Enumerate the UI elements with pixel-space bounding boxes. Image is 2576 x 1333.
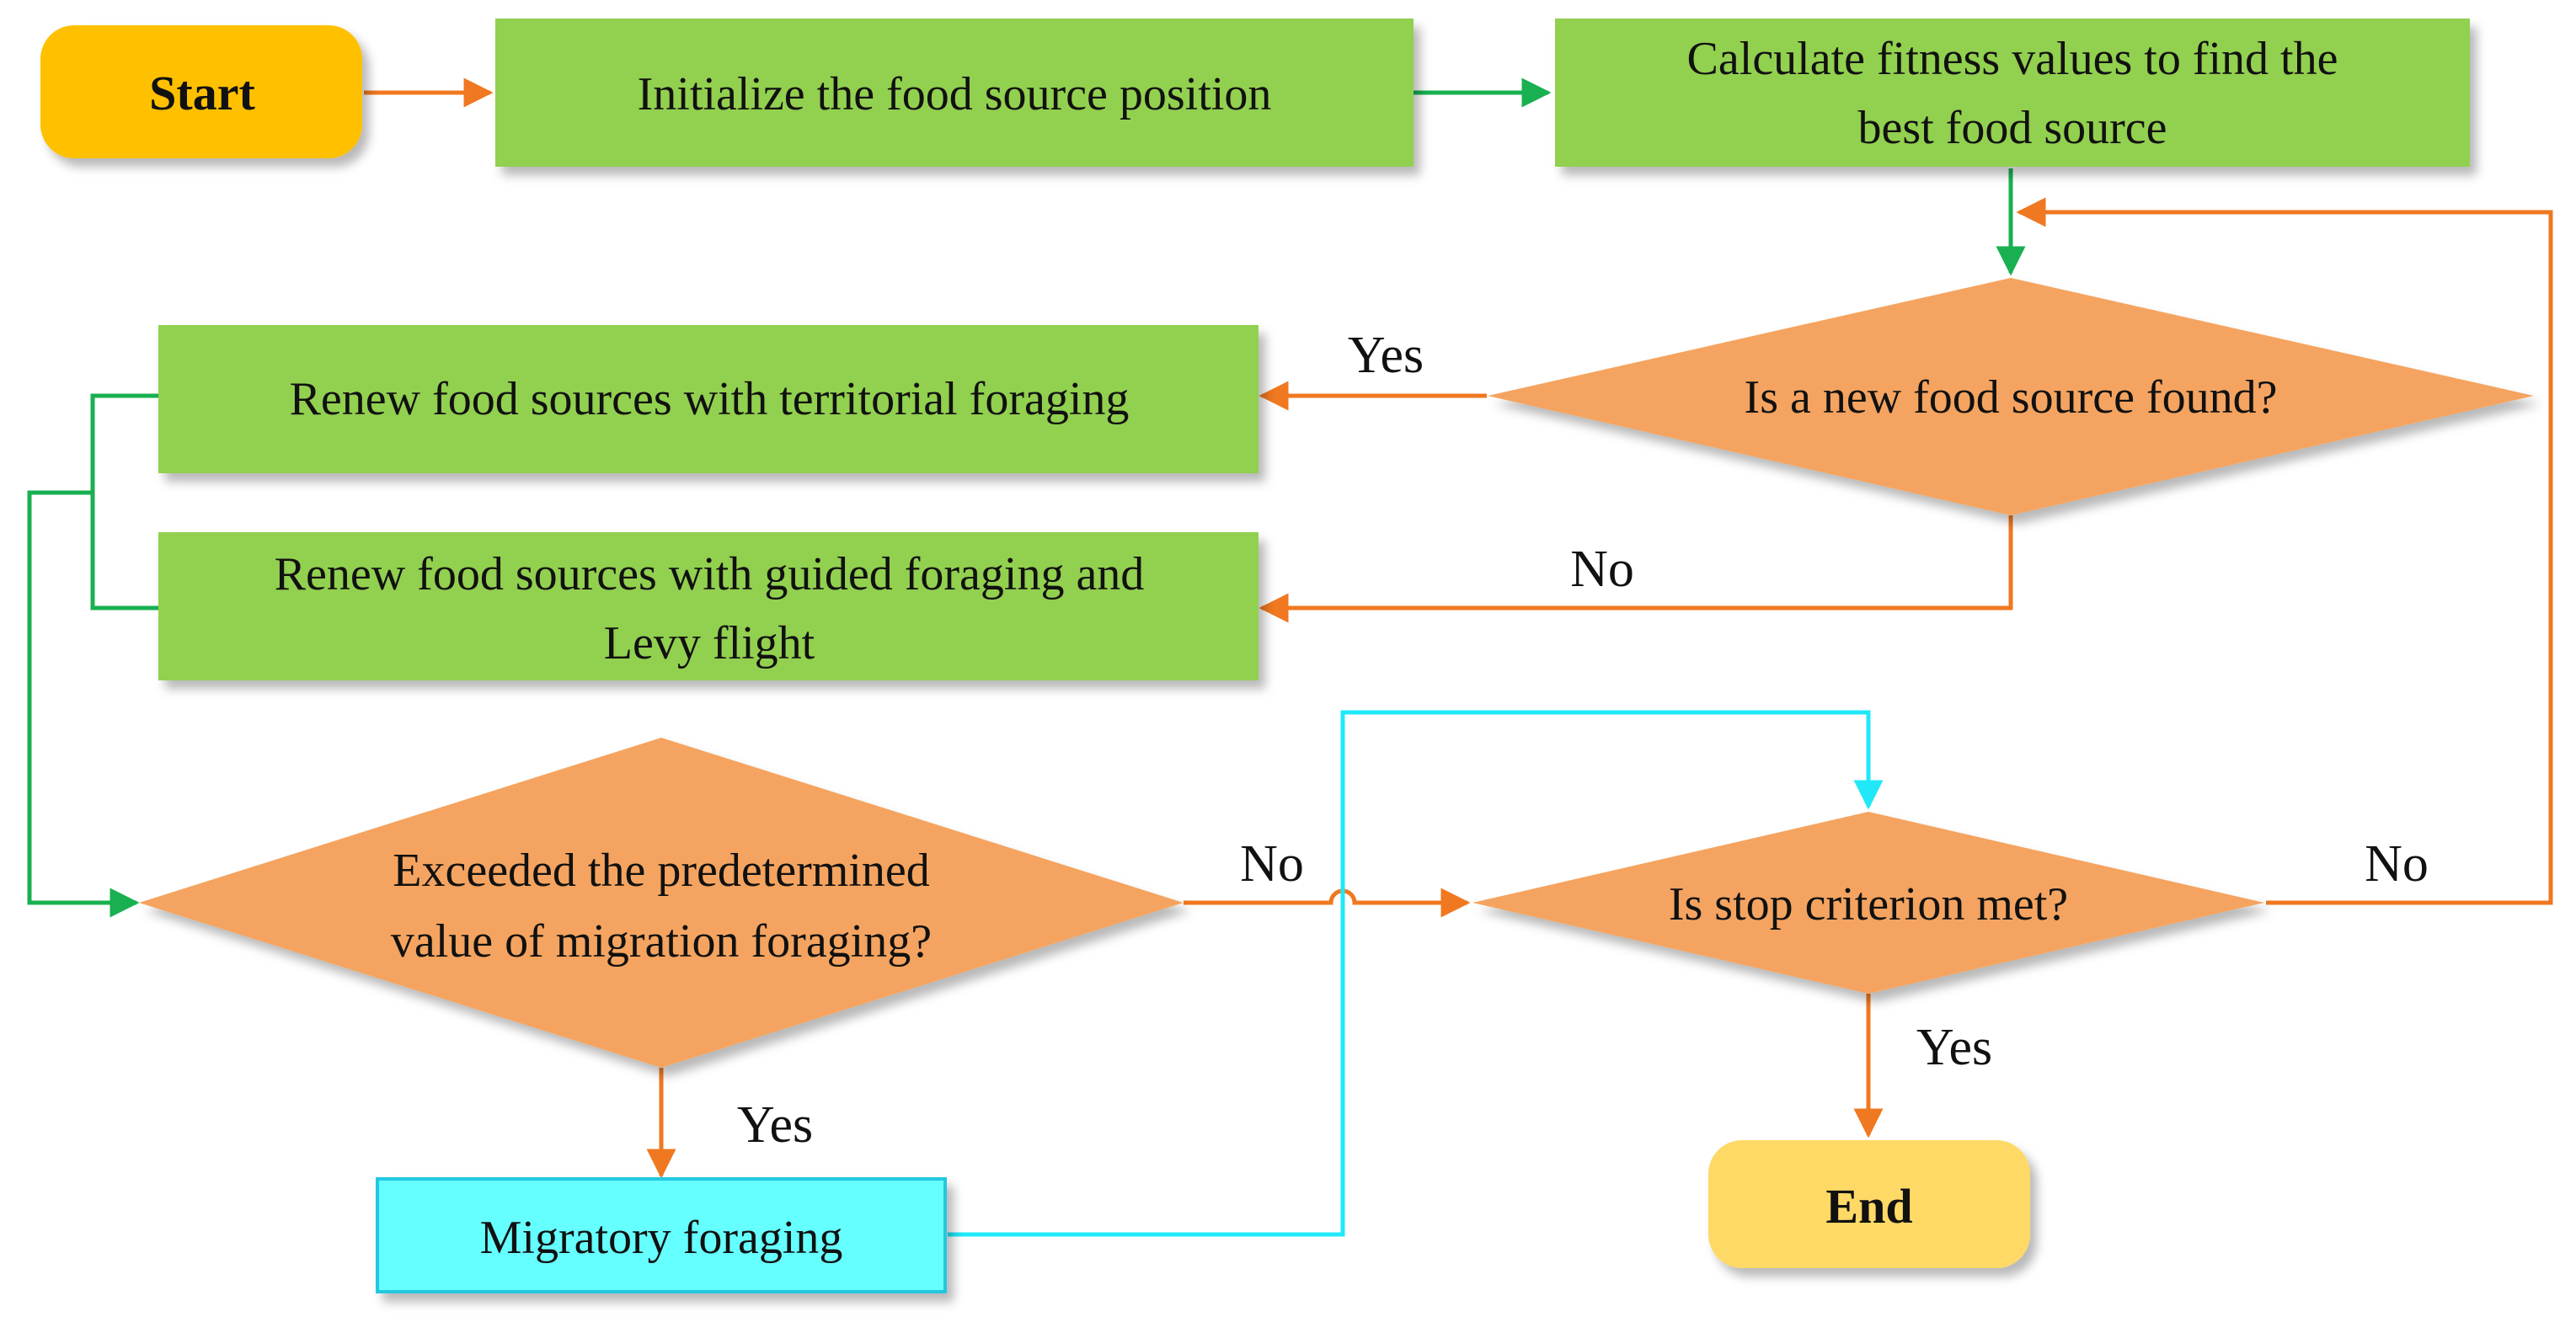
- calc-node: Calculate fitness values to find the bes…: [1555, 19, 2470, 167]
- migratory-node-shape: [376, 1177, 947, 1293]
- guided-node-label-line-2: Levy flight: [604, 617, 815, 669]
- end-node-label: End: [1825, 1179, 1912, 1234]
- start-node-label: Start: [149, 66, 255, 120]
- start-node: Start: [40, 25, 362, 158]
- edge-stop-no-loop: [2016, 197, 2553, 905]
- territorial-node-label: Renew food sources with territorial fora…: [290, 373, 1130, 425]
- territorial-node-shape: [158, 325, 1259, 473]
- edge-territorial-bracket: [90, 393, 158, 611]
- start-node-shape: [40, 25, 362, 158]
- exceeded-decision-shape: [139, 738, 1184, 1068]
- edge-exceeded-no-to-stop: [1184, 888, 1471, 918]
- stop-decision-label: Is stop criterion met?: [1669, 878, 2068, 930]
- exceeded-decision-label-line-1: Exceeded the predetermined: [393, 845, 929, 897]
- end-node: End: [1708, 1140, 2030, 1268]
- territorial-node: Renew food sources with territorial fora…: [158, 325, 1259, 473]
- edge-migratory-to-stop: [948, 710, 1884, 1237]
- calc-node-shape: [1555, 19, 2470, 167]
- new-food-decision: Is a new food source found?: [1488, 278, 2534, 515]
- guided-node: Renew food sources with guided foraging …: [158, 532, 1259, 680]
- edge-newfood-no-to-guided: [1259, 515, 2013, 623]
- label-newfood-yes: Yes: [1348, 327, 1424, 384]
- migratory-node: Migratory foraging: [376, 1177, 947, 1293]
- label-exceeded-no: No: [1240, 835, 1304, 893]
- label-stop-no: No: [2365, 835, 2429, 893]
- label-stop-yes: Yes: [1916, 1019, 1992, 1076]
- init-node: Initialize the food source position: [495, 19, 1414, 167]
- migratory-node-label: Migratory foraging: [480, 1212, 843, 1264]
- stop-decision: Is stop criterion met?: [1472, 812, 2264, 994]
- guided-node-shape: [158, 532, 1259, 680]
- init-node-shape: [495, 19, 1414, 167]
- label-newfood-no: No: [1570, 541, 1634, 598]
- edge-renew-to-exceeded: [27, 490, 140, 918]
- stop-decision-shape: [1472, 812, 2264, 994]
- label-exceeded-yes: Yes: [737, 1096, 813, 1154]
- new-food-decision-label: Is a new food source found?: [1745, 371, 2278, 424]
- exceeded-decision-label-line-2: value of migration foraging?: [391, 915, 932, 968]
- calc-node-label-line-1: Calculate fitness values to find the: [1687, 33, 2338, 85]
- exceeded-decision: Exceeded the predetermined value of migr…: [139, 738, 1184, 1068]
- guided-node-label-line-1: Renew food sources with guided foraging …: [275, 548, 1145, 600]
- new-food-decision-shape: [1488, 278, 2534, 515]
- calc-node-label-line-2: best food source: [1857, 102, 2167, 154]
- end-node-shape: [1708, 1140, 2030, 1268]
- init-node-label: Initialize the food source position: [638, 68, 1272, 120]
